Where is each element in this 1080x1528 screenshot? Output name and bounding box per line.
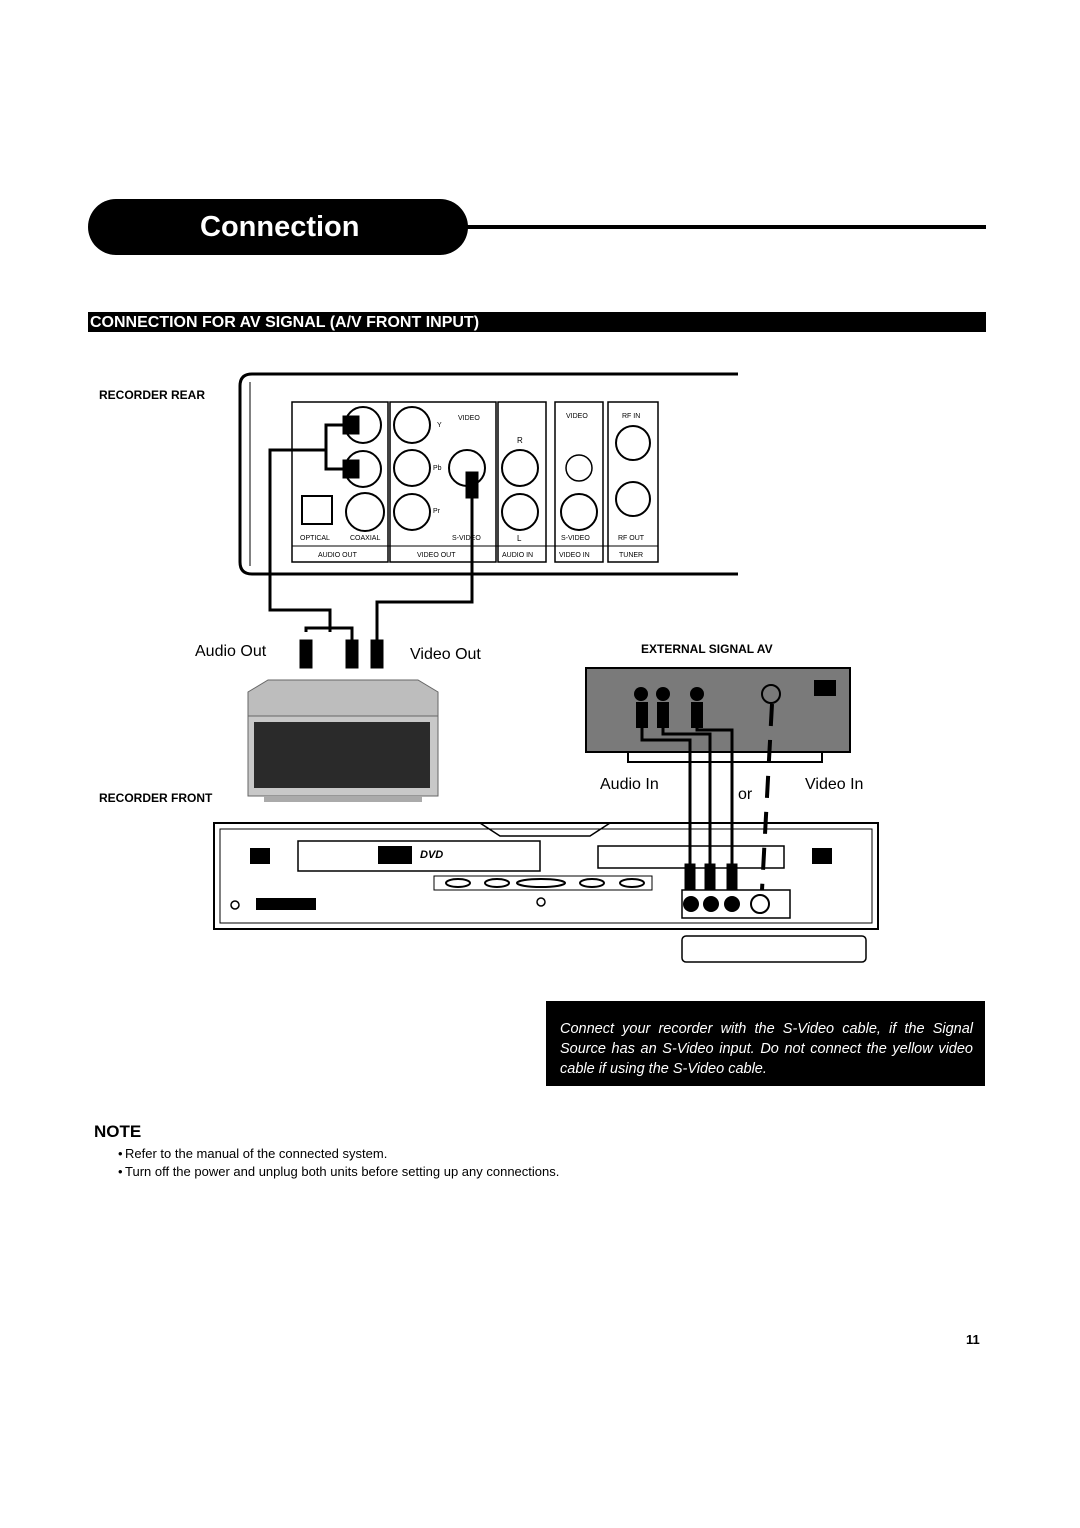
dvd-logo: DVD [420,849,443,861]
s-video-callout: Connect your recorder with the S-Video c… [546,1001,985,1086]
svg-text:VIDEO: VIDEO [458,415,480,422]
svg-text:AUDIO OUT: AUDIO OUT [318,552,358,559]
recorder-front-label: RECORDER FRONT [99,791,213,805]
video-out-label: Video Out [410,646,481,663]
header-rule [466,225,986,229]
svg-text:OPTICAL: OPTICAL [300,535,330,542]
recorder-rear-label: RECORDER REAR [99,388,206,402]
note-item: Turn off the power and unplug both units… [118,1163,559,1181]
tv-set [247,679,439,802]
connection-diagram: Y Pb Pr VIDEO R L VIDEO RF IN OPTICAL CO… [213,372,879,963]
external-av-box [585,667,851,763]
note-item: Refer to the manual of the connected sys… [118,1145,559,1163]
audio-out-label: Audio Out [195,643,267,660]
rear-y-label: Y [437,422,442,429]
svg-text:S-VIDEO: S-VIDEO [452,535,481,542]
recorder-rear-panel: Y Pb Pr VIDEO R L VIDEO RF IN OPTICAL CO… [238,372,738,576]
svg-text:VIDEO: VIDEO [566,413,588,420]
page-title: Connection [88,199,468,255]
svg-text:Pr: Pr [433,508,441,515]
output-cables [268,415,479,669]
recorder-front-panel: DVD [213,822,879,963]
section-title: CONNECTION FOR AV SIGNAL (A/V FRONT INPU… [88,312,986,332]
video-in-label: Video In [805,776,864,793]
svg-text:VIDEO IN: VIDEO IN [559,552,590,559]
external-signal-label: EXTERNAL SIGNAL AV [641,642,773,656]
svg-text:TUNER: TUNER [619,552,643,559]
input-cables [640,703,774,891]
svg-text:R: R [517,436,523,445]
audio-in-label: Audio In [600,776,659,793]
svg-text:Pb: Pb [433,465,442,472]
svg-text:S-VIDEO: S-VIDEO [561,535,590,542]
or-label: or [738,786,753,803]
svg-text:L: L [517,534,522,543]
svg-text:RF OUT: RF OUT [618,535,645,542]
note-title: NOTE [94,1122,142,1141]
svg-text:COAXIAL: COAXIAL [350,535,380,542]
note-list: Refer to the manual of the connected sys… [118,1145,559,1181]
svg-text:VIDEO OUT: VIDEO OUT [417,552,456,559]
page-number: 11 [966,1332,980,1347]
svg-text:RF IN: RF IN [622,413,640,420]
svg-text:AUDIO IN: AUDIO IN [502,552,533,559]
